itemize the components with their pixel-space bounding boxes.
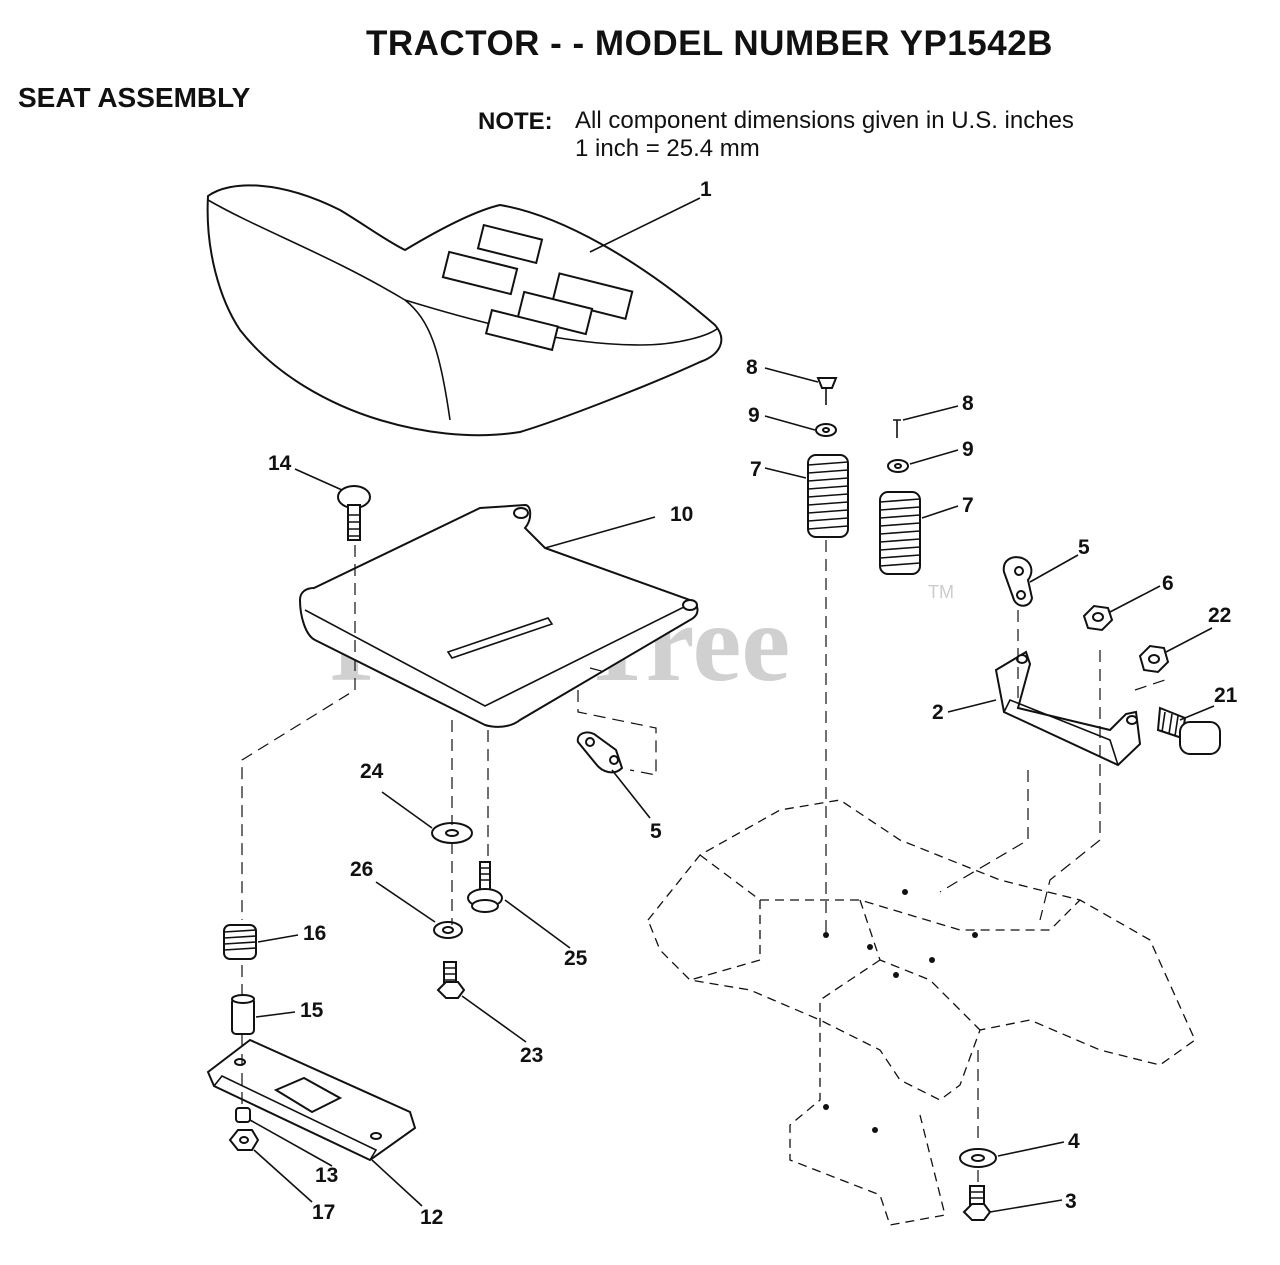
callout-14: 14 <box>268 452 292 475</box>
callout-26: 26 <box>350 858 373 881</box>
callout-2: 2 <box>932 701 944 724</box>
watermark-tm: TM <box>928 582 954 602</box>
washer-left-part[interactable] <box>815 423 837 437</box>
callout-8-right: 8 <box>962 392 974 415</box>
frame-washer-part[interactable] <box>959 1148 997 1168</box>
callout-25: 25 <box>564 947 588 970</box>
flat-washer-part[interactable] <box>431 822 473 844</box>
lock-washer-part[interactable] <box>433 921 463 939</box>
callout-12: 12 <box>420 1206 443 1229</box>
callout-10: 10 <box>670 503 693 526</box>
compression-spring-part[interactable] <box>223 924 257 960</box>
shoulder-screw-part[interactable] <box>467 861 503 913</box>
shoulder-bolt-part[interactable] <box>1156 706 1221 755</box>
callout-22: 22 <box>1208 604 1231 627</box>
flange-nut-lower-part[interactable] <box>228 1129 260 1151</box>
callout-4: 4 <box>1068 1130 1080 1153</box>
callout-13: 13 <box>315 1164 338 1187</box>
seat-adjust-plate-part[interactable] <box>206 1038 417 1162</box>
callout-9-left: 9 <box>748 404 760 427</box>
diagram-title: TRACTOR - - MODEL NUMBER YP1542B <box>366 24 1053 63</box>
clevis-pin-right-part[interactable] <box>893 419 901 438</box>
callout-labels: 1 2 3 4 5 5 6 7 7 8 8 9 9 10 12 13 14 15… <box>268 178 1238 1229</box>
section-title: SEAT ASSEMBLY <box>18 82 251 113</box>
callout-6: 6 <box>1162 572 1174 595</box>
seat-bracket-part[interactable] <box>994 650 1142 767</box>
callout-9-right: 9 <box>962 438 974 461</box>
lock-nut-part[interactable] <box>1138 644 1170 674</box>
note-label: NOTE: <box>478 108 553 135</box>
leader-lines <box>249 197 1215 1213</box>
callout-5-lower: 5 <box>650 820 662 843</box>
callout-7-left: 7 <box>750 458 762 481</box>
assembly-lines <box>241 540 1166 1185</box>
callout-15: 15 <box>300 999 324 1022</box>
clevis-pin-left-part[interactable] <box>816 377 838 405</box>
seat-clip-upper-part[interactable] <box>1002 556 1034 607</box>
callout-16: 16 <box>303 922 326 945</box>
callout-17: 17 <box>312 1201 335 1224</box>
callout-7-right: 7 <box>962 494 974 517</box>
note-text: All component dimensions given in U.S. i… <box>575 107 1074 134</box>
spring-left-part[interactable] <box>807 454 849 538</box>
callout-21: 21 <box>1214 684 1238 707</box>
tractor-frame <box>647 799 1196 1226</box>
carriage-bolt-part[interactable] <box>337 485 371 541</box>
callout-1: 1 <box>700 178 712 201</box>
hex-nut-part[interactable] <box>1082 604 1114 632</box>
callout-3: 3 <box>1065 1190 1077 1213</box>
note-conversion: 1 inch = 25.4 mm <box>575 135 760 162</box>
hex-screw-part[interactable] <box>436 961 466 999</box>
spring-right-part[interactable] <box>879 491 921 575</box>
spacer-part[interactable] <box>231 994 255 1035</box>
flange-nut-upper-part[interactable] <box>235 1107 251 1123</box>
seat-pan-part[interactable] <box>298 503 699 728</box>
seat-clip-lower-part[interactable] <box>576 731 624 774</box>
callout-23: 23 <box>520 1044 543 1067</box>
callout-5-upper: 5 <box>1078 536 1090 559</box>
seat-part[interactable] <box>206 184 723 437</box>
frame-bolt-part[interactable] <box>962 1185 992 1221</box>
callout-8-left: 8 <box>746 356 758 379</box>
callout-24: 24 <box>360 760 384 783</box>
washer-right-part[interactable] <box>887 459 909 473</box>
